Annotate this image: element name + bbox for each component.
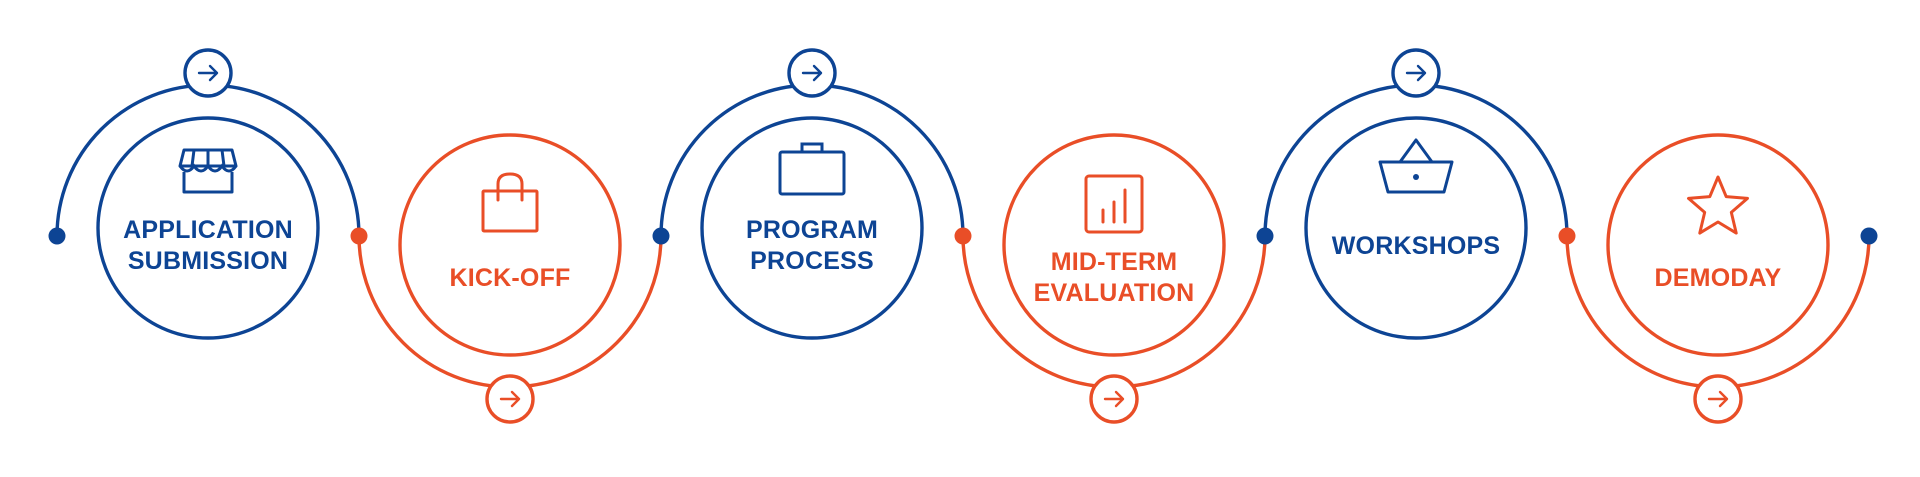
connector-arrow [787,48,837,98]
storefront-icon [178,148,238,194]
step-label-line: APPLICATION [123,216,293,244]
step-label: MID-TERM EVALUATION [1014,247,1214,309]
step-circle [1304,116,1528,340]
step-label-line: EVALUATION [1033,279,1195,307]
arrow-right-icon [1707,390,1729,408]
junction-dot [1860,227,1878,245]
step-label-line: MID-TERM [1050,248,1178,276]
arrow-right-icon [499,390,521,408]
step-label: DEMODAY [1618,263,1818,294]
step-label-line: SUBMISSION [127,247,289,275]
connector-arrow [485,374,535,424]
connector-arrow [1693,374,1743,424]
step-label-line: PROCESS [750,247,874,275]
step-label-line: DEMODAY [1654,263,1782,292]
junction-dot [48,227,66,245]
junction-dot [350,227,368,245]
step-label: KICK-OFF [410,263,610,294]
arrow-right-icon [801,64,823,82]
junction-dot [954,227,972,245]
step-circle [96,116,320,340]
step-label-line: WORKSHOPS [1331,231,1501,260]
step-label-line: KICK-OFF [449,263,571,292]
arrow-right-icon [1103,390,1125,408]
step-label: PROGRAM PROCESS [712,215,912,277]
bar-chart-icon [1084,174,1144,234]
shopping-bag-icon [481,172,539,233]
step-circle [700,116,924,340]
junction-dot [1558,227,1576,245]
basket-icon [1378,138,1454,194]
connector-arrow [1089,374,1139,424]
arrow-right-icon [1405,64,1427,82]
star-icon [1687,175,1749,235]
step-circle [1002,133,1226,357]
junction-dot [1256,227,1274,245]
step-circle [1606,133,1830,357]
junction-dot [652,227,670,245]
arrow-right-icon [197,64,219,82]
connector-arrow [1391,48,1441,98]
step-label: APPLICATION SUBMISSION [108,215,308,277]
connector-arrow [183,48,233,98]
step-label: WORKSHOPS [1316,231,1516,262]
step-label-line: PROGRAM [746,216,878,244]
step-circle [398,133,622,357]
briefcase-icon [778,142,846,196]
